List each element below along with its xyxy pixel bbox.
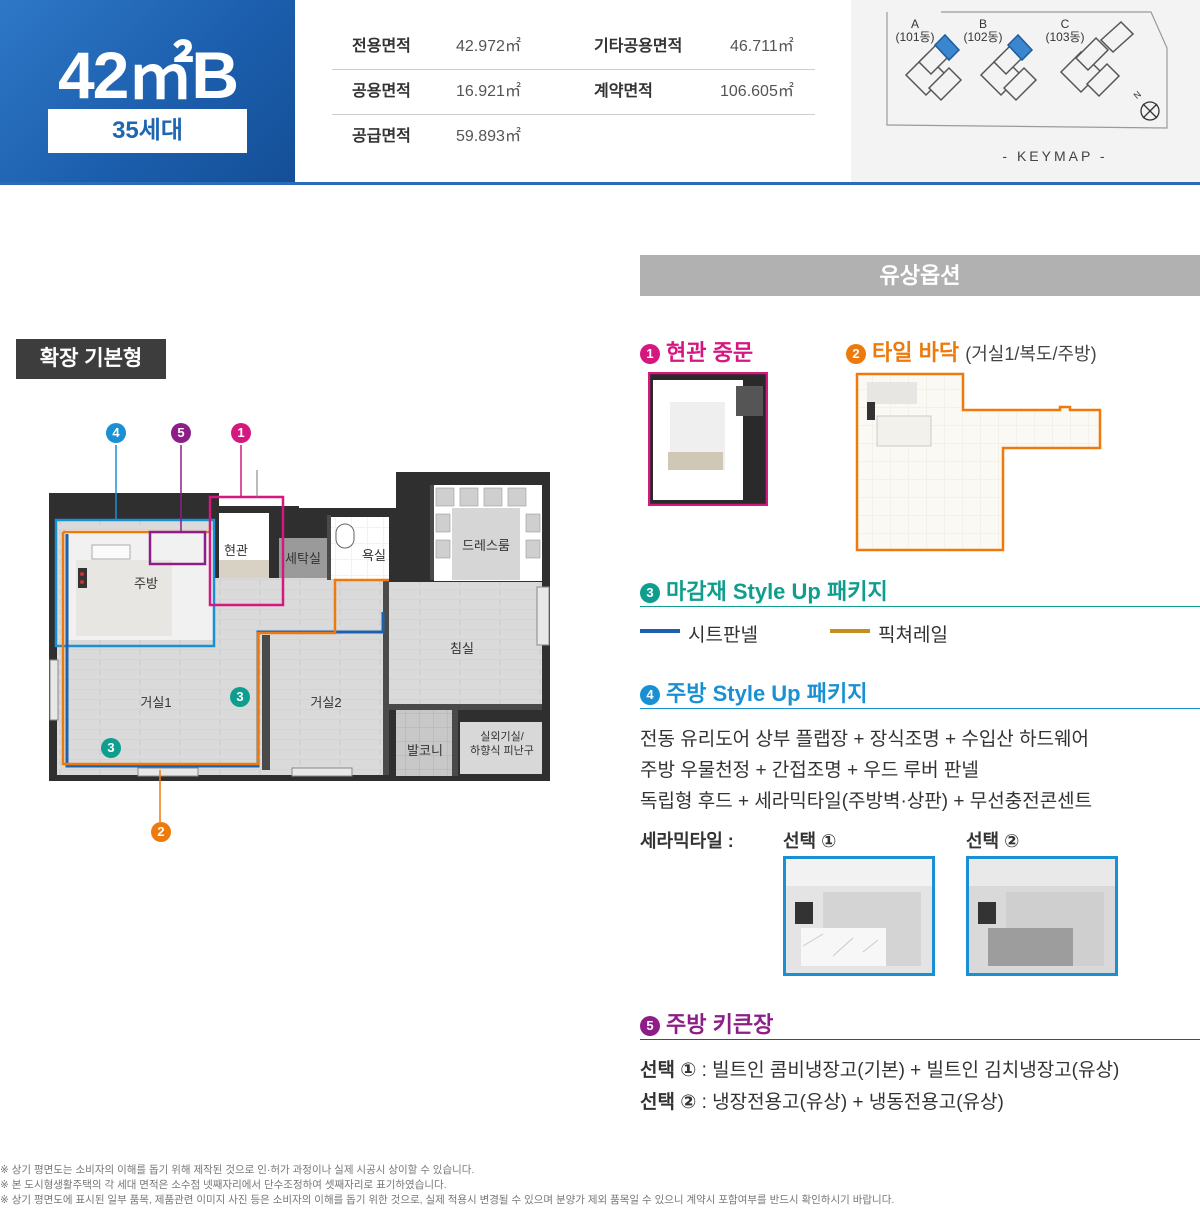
option-1-image <box>648 372 768 506</box>
unit-type-panel <box>0 0 295 184</box>
ceramic-choice-2-image <box>966 856 1118 976</box>
footnote: ※ 상기 평면도는 소비자의 이해를 돕기 위해 제작된 것으로 인·허가 과정… <box>0 1164 475 1176</box>
room-label-evacuation: 실외기실/ 하향식 피난구 <box>470 731 534 757</box>
room-label-bedroom: 침실 <box>450 641 474 656</box>
marker-3-icon: 3 <box>101 738 121 758</box>
marker-5-icon: 5 <box>171 423 191 443</box>
room-label-laundry: 세탁실 <box>285 551 321 566</box>
option-4-line: 독립형 후드 + 세라믹타일(주방벽·상판) + 무선충전콘센트 <box>640 791 1093 812</box>
marker-4-icon: 4 <box>106 423 126 443</box>
area-value: 59.893㎡ <box>456 128 521 145</box>
area-label: 공용면적 <box>352 83 411 100</box>
area-value: 16.921㎡ <box>456 83 521 100</box>
room-label-dressroom: 드레스룸 <box>462 538 510 553</box>
option-2-image <box>855 372 1102 552</box>
area-label: 계약면적 <box>594 83 653 100</box>
marker-1-icon: 1 <box>231 423 251 443</box>
floor-plan <box>49 445 550 822</box>
number-4-icon: 4 <box>640 685 660 705</box>
footnote: ※ 상기 평면도에 표시된 일부 품목, 제품관련 이미지 사진 등은 소비자의… <box>0 1194 895 1206</box>
number-5-icon: 5 <box>640 1016 660 1036</box>
legend-picture-rail-label: 픽쳐레일 <box>878 625 948 646</box>
ceramic-choice-1-image <box>783 856 935 976</box>
header-divider <box>0 182 1200 185</box>
keymap-building-label: B (102동) <box>963 17 1003 44</box>
number-2-icon: 2 <box>846 344 866 364</box>
option-5-line: 선택 ① : 빌트인 콤비냉장고(기본) + 빌트인 김치냉장고(유상) <box>640 1060 1120 1081</box>
room-label-entrance: 현관 <box>224 543 248 558</box>
option-4-line: 전동 유리도어 상부 플랩장 + 장식조명 + 수입산 하드웨어 <box>640 729 1089 750</box>
room-label-living2: 거실2 <box>310 695 342 710</box>
area-value: 106.605㎡ <box>720 83 794 100</box>
room-label-bath: 욕실 <box>362 548 386 563</box>
area-row: 공급면적 59.893㎡ <box>332 114 815 159</box>
option-5-divider <box>640 1039 1200 1040</box>
room-label-living1: 거실1 <box>140 695 172 710</box>
area-row: 전용면적 42.972㎡ 기타공용면적 46.711㎡ <box>332 24 815 70</box>
option-3-divider <box>640 606 1200 607</box>
keymap-drawing <box>886 11 1168 129</box>
ceramic-tile-label: 세라믹타일 : <box>640 831 734 851</box>
area-row: 공용면적 16.921㎡ 계약면적 106.605㎡ <box>332 69 815 115</box>
room-label-balcony: 발코니 <box>407 743 443 758</box>
area-label: 전용면적 <box>352 38 411 55</box>
area-value: 46.711㎡ <box>730 38 794 55</box>
options-heading: 유상옵션 <box>640 255 1200 296</box>
legend-picture-rail-swatch <box>830 629 870 633</box>
ceramic-choice-2-label: 선택 ② <box>966 831 1020 851</box>
marker-3-icon: 3 <box>230 687 250 707</box>
marker-2-icon: 2 <box>151 822 171 842</box>
legend-sheet-panel-label: 시트판넬 <box>688 625 758 646</box>
room-label-kitchen: 주방 <box>134 576 158 591</box>
area-value: 42.972㎡ <box>456 38 521 55</box>
legend-sheet-panel-swatch <box>640 629 680 633</box>
keymap-building-label: A (101동) <box>895 17 935 44</box>
keymap-building-label: C (103동) <box>1045 17 1085 44</box>
option-4-divider <box>640 708 1200 709</box>
unit-type-title: 42㎡B <box>57 38 239 112</box>
number-1-icon: 1 <box>640 344 660 364</box>
ceramic-choice-1-label: 선택 ① <box>783 831 837 851</box>
area-label: 공급면적 <box>352 128 411 145</box>
option-4-line: 주방 우물천정 + 간접조명 + 우드 루버 판넬 <box>640 760 979 781</box>
area-label: 기타공용면적 <box>594 38 683 55</box>
footnote: ※ 본 도시형생활주택의 각 세대 면적은 소수점 넷째자리에서 단수조정하여 … <box>0 1179 447 1191</box>
area-table <box>295 0 851 184</box>
footnotes: ※ 상기 평면도는 소비자의 이해를 돕기 위해 제작된 것으로 인·허가 과정… <box>0 1163 1200 1208</box>
households-badge: 35세대 <box>48 109 247 153</box>
keymap-panel <box>851 0 1200 184</box>
number-3-icon: 3 <box>640 583 660 603</box>
option-5-line: 선택 ② : 냉장전용고(유상) + 냉동전용고(유상) <box>640 1092 1004 1113</box>
plan-type-tag: 확장 기본형 <box>16 339 166 379</box>
keymap-label: - KEYMAP - <box>1002 148 1108 164</box>
